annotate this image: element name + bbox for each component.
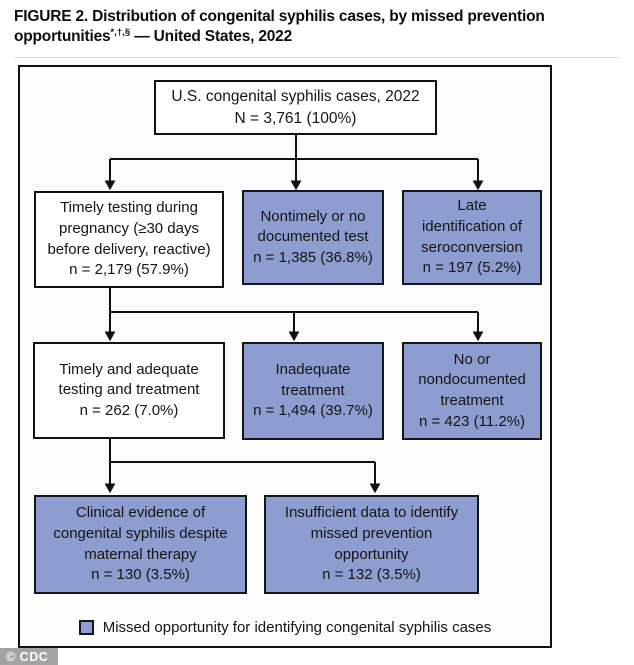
node-nontimely-or-no-test: Nontimely or no documented test n = 1,38…	[242, 190, 384, 285]
figure-title-line2-end: — United States, 2022	[130, 28, 293, 46]
flowchart-frame: U.S. congenital syphilis cases, 2022 N =…	[18, 65, 552, 648]
node-total-cases: U.S. congenital syphilis cases, 2022 N =…	[154, 80, 437, 135]
node-no-treatment: No or nondocumented treatment n = 423 (1…	[402, 342, 542, 440]
node-insufficient-data: Insufficient data to identify missed pre…	[264, 495, 479, 594]
node-timely-adequate-treatment: Timely and adequate testing and treatmen…	[33, 342, 225, 439]
legend-swatch-missed-opportunity	[78, 619, 94, 635]
legend-label: Missed opportunity for identifying conge…	[102, 618, 492, 636]
node-clinical-evidence: Clinical evidence of congenital syphilis…	[34, 495, 247, 594]
node-inadequate-treatment: Inadequate treatment n = 1,494 (39.7%)	[242, 342, 384, 440]
legend: Missed opportunity for identifying conge…	[20, 614, 550, 640]
title-divider	[14, 57, 620, 58]
node-late-seroconversion: Late identification of seroconversion n …	[402, 190, 542, 285]
figure-title-line2: opportunities	[14, 28, 111, 46]
figure-title-footnote-marks: *,†,§	[110, 27, 131, 39]
node-timely-testing: Timely testing during pregnancy (≥30 day…	[34, 191, 224, 288]
cdc-watermark: © CDC	[0, 648, 59, 665]
figure-title: FIGURE 2. Distribution of congenital syp…	[14, 7, 622, 48]
figure-title-line1: FIGURE 2. Distribution of congenital syp…	[14, 8, 545, 25]
